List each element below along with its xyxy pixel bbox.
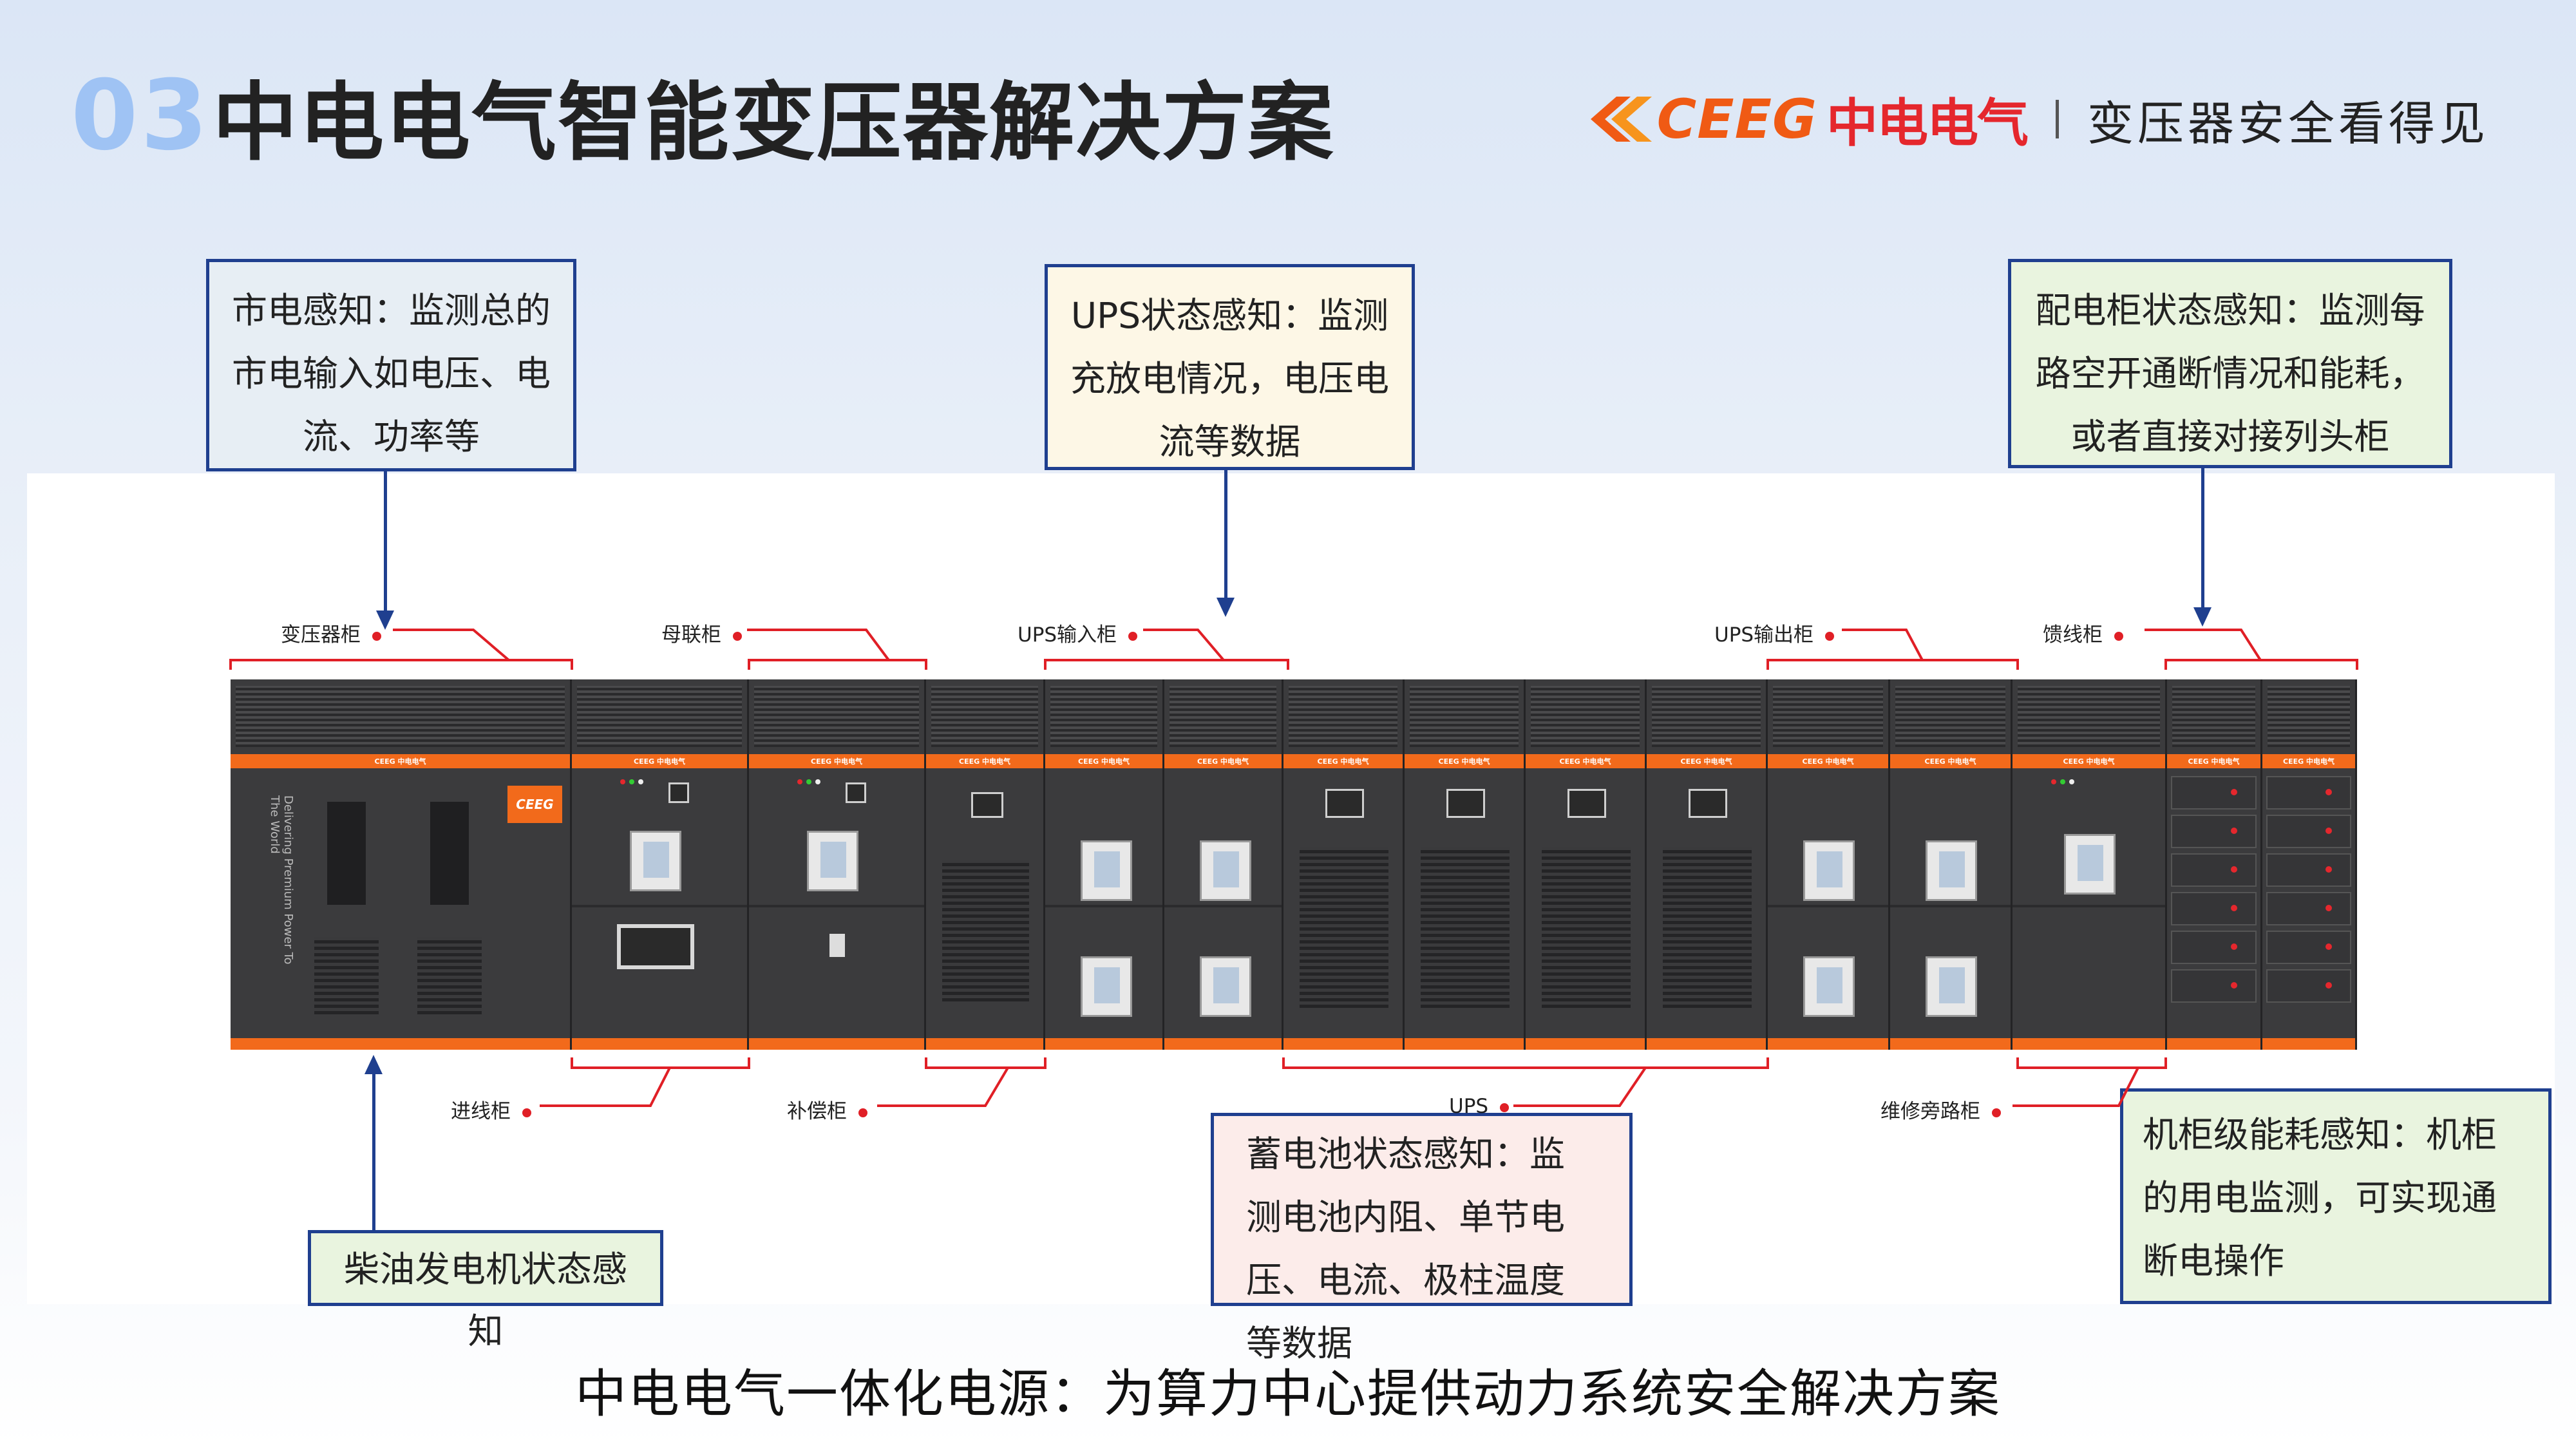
arrow-head-mains (376, 611, 394, 630)
label-ups-output-cabinet: UPS输出柜 (1714, 618, 1835, 647)
ceeg-chevron-icon (1590, 97, 1652, 142)
brand-slogan: 变压器安全看得见 (2087, 96, 2489, 151)
label-dot (733, 631, 742, 641)
brand-name-en: CEEG (1656, 88, 1817, 151)
cabinet-ups-4: CEEG 中电电气 (1647, 679, 1768, 1050)
label-feeder-cabinet: 馈线柜 (2043, 618, 2123, 647)
arrow-diesel (372, 1074, 375, 1230)
label-dot (858, 1108, 867, 1117)
callout-battery-sensing: 蓄电池状态感知：监测电池内阻、单节电压、电流、极柱温度等数据 (1211, 1113, 1633, 1364)
label-dot (372, 631, 381, 641)
slide-number: 03 (71, 60, 211, 172)
brand-name-cn: 中电电气 (1826, 93, 2029, 153)
slide-title: 中电电气智能变压器解决方案 (213, 73, 1334, 173)
arrow-head-diesel (365, 1055, 383, 1074)
label-dot (1500, 1103, 1510, 1112)
cabinet-ups-output-2: CEEG 中电电气 (1890, 679, 2012, 1050)
cabinet-feeder-2: CEEG 中电电气 (2262, 679, 2357, 1050)
cabinet-ups-input-1: CEEG 中电电气 (1045, 679, 1164, 1050)
label-dot (522, 1108, 531, 1117)
callout-ups-sensing: UPS状态感知：监测充放电情况，电压电流等数据 (1045, 264, 1415, 470)
cabinet-compensation: CEEG 中电电气 (926, 679, 1045, 1050)
label-bypass-cabinet: 维修旁路柜 (1880, 1095, 2001, 1124)
cabinet-bypass: CEEG 中电电气 (2012, 679, 2167, 1050)
label-transformer-cabinet: 变压器柜 (281, 618, 381, 647)
label-dot (1825, 631, 1835, 641)
arrow-distribution (2201, 468, 2204, 609)
brand-separator (2055, 100, 2059, 138)
cabinet-feeder-1: CEEG 中电电气 (2167, 679, 2262, 1050)
label-dot (2114, 631, 2123, 641)
arrow-ups (1224, 470, 1227, 599)
callout-diesel-sensing: 柴油发电机状态感知 (308, 1230, 663, 1352)
label-ups-input-cabinet: UPS输入柜 (1018, 618, 1138, 647)
cabinet-ups-3: CEEG 中电电气 (1526, 679, 1647, 1050)
label-dot (1128, 631, 1138, 641)
callout-mains-sensing: 市电感知：监测总的市电输入如电压、电流、功率等 (206, 259, 576, 471)
arrow-head-ups (1217, 598, 1235, 617)
label-compensation-cabinet: 补偿柜 (787, 1095, 867, 1124)
cabinet-bus-tie-2: CEEG 中电电气 (749, 679, 926, 1050)
arrow-mains (384, 471, 387, 612)
callout-distribution-sensing: 配电柜状态感知：监测每路空开通断情况和能耗，或者直接对接列头柜 (2008, 259, 2452, 468)
cabinet-ups-input-2: CEEG 中电电气 (1164, 679, 1283, 1050)
arrow-head-distribution (2193, 607, 2211, 627)
callout-rack-energy-sensing: 机柜级能耗感知：机柜的用电监测，可实现通断电操作 (2120, 1088, 2552, 1304)
cabinet-ups-output-1: CEEG 中电电气 (1768, 679, 1890, 1050)
footer-caption: 中电电气一体化电源：为算力中心提供动力系统安全解决方案 (575, 1364, 2001, 1424)
label-dot (1992, 1108, 2001, 1117)
label-ups-cabinet: UPS (1449, 1095, 1510, 1118)
cabinet-ups-2: CEEG 中电电气 (1405, 679, 1526, 1050)
brand-logo: CEEG 中电电气 变压器安全看得见 (1590, 80, 2489, 158)
label-bus-tie-cabinet: 母联柜 (661, 618, 742, 647)
cabinet-transformer: CEEG 中电电气 Delivering Premium Power To Th… (231, 679, 572, 1050)
ceeg-badge: CEEG (507, 786, 562, 823)
switchgear-lineup: CEEG 中电电气 Delivering Premium Power To Th… (231, 679, 2357, 1050)
label-incoming-cabinet: 进线柜 (451, 1095, 531, 1124)
cabinet-slogan: Delivering Premium Power To The World (268, 795, 295, 965)
cabinet-ups-1: CEEG 中电电气 (1283, 679, 1405, 1050)
cabinet-bus-tie-1: CEEG 中电电气 (572, 679, 749, 1050)
